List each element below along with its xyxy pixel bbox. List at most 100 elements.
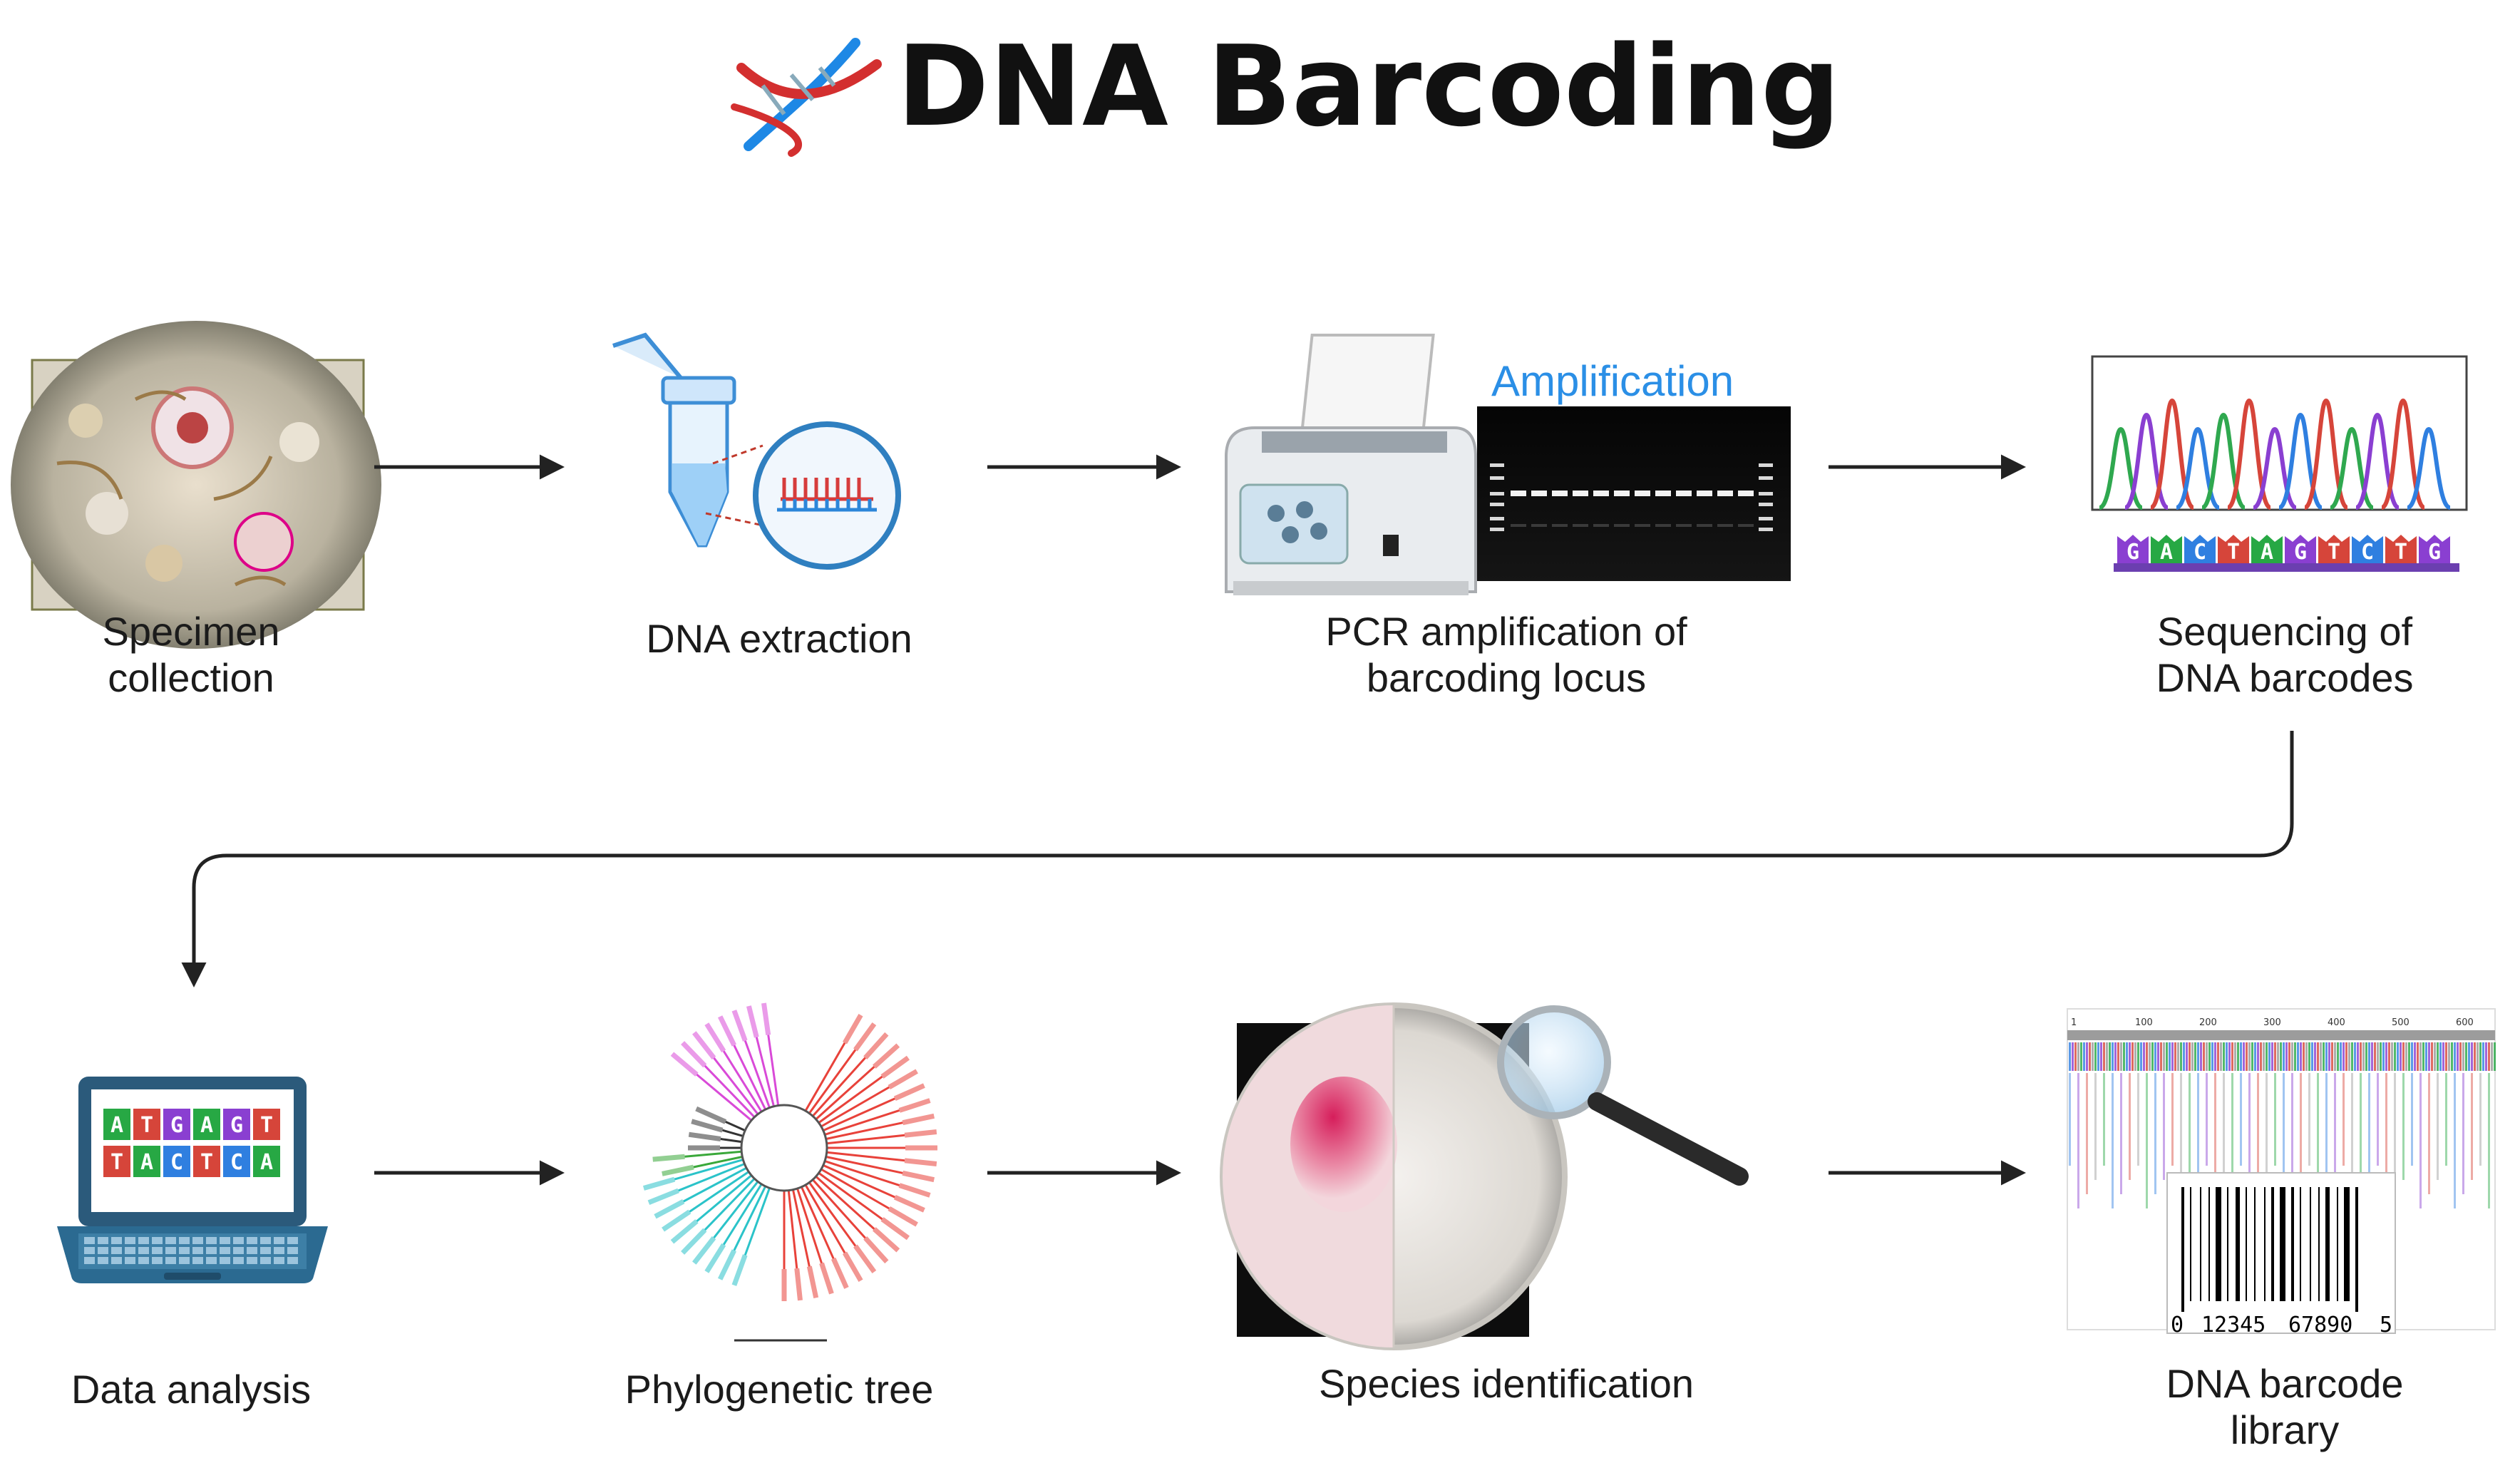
alignment-column <box>2382 1042 2385 1071</box>
alignment-column <box>2231 1042 2233 1071</box>
alignment-column <box>2137 1042 2139 1071</box>
alignment-variant <box>2437 1073 2439 1180</box>
alignment-variant <box>2206 1073 2208 1166</box>
laptop-base: A <box>133 1146 160 1177</box>
alignment-column <box>2100 1042 2102 1071</box>
laptop-base: A <box>193 1109 220 1140</box>
alignment-column <box>2083 1042 2085 1071</box>
alignment-column <box>2094 1042 2097 1071</box>
alignment-column <box>2351 1042 2353 1071</box>
gel-ladder-band <box>1759 476 1773 480</box>
alignment-column <box>2488 1042 2490 1071</box>
barcode-bar <box>2310 1187 2311 1301</box>
barcode-bar <box>2337 1187 2338 1301</box>
gel-faint-band <box>1531 524 1547 527</box>
keyboard-key <box>98 1237 108 1244</box>
keyboard-key <box>206 1237 217 1244</box>
laptop-base-block <box>163 1109 190 1140</box>
alignment-column <box>2131 1042 2134 1071</box>
phylo-branch <box>826 1156 903 1174</box>
alignment-column <box>2294 1042 2296 1071</box>
label-phylogenetic-tree: Phylogenetic tree <box>625 1367 934 1412</box>
barcode-bar <box>2227 1187 2228 1301</box>
specimen-petri-image <box>11 321 381 649</box>
phylo-leaf-label <box>692 1236 716 1265</box>
phylo-leaf-label <box>853 1244 877 1273</box>
alignment-column <box>2191 1042 2194 1071</box>
alignment-column <box>2106 1042 2108 1071</box>
alignment-column <box>2402 1042 2405 1071</box>
gel-faint-band <box>1614 524 1630 527</box>
keyboard-key <box>247 1237 257 1244</box>
alignment-variant <box>2300 1073 2302 1180</box>
barcode-bar <box>2200 1187 2201 1301</box>
phylo-leaf-label <box>806 1266 819 1299</box>
alignment-column <box>2146 1042 2148 1071</box>
phylo-leaf-label <box>731 1010 748 1042</box>
alignment-column <box>2451 1042 2453 1071</box>
sequence-base-letter: C <box>2194 540 2206 565</box>
alignment-column <box>2126 1042 2128 1071</box>
gel-ladder-band <box>1759 492 1773 496</box>
phylo-branch <box>812 1057 866 1117</box>
phylo-leaf-label <box>652 1154 685 1162</box>
alignment-column <box>2263 1042 2265 1071</box>
gel-band <box>1676 491 1692 496</box>
laptop-base-letter: A <box>110 1113 123 1138</box>
phylogenetic-tree-image <box>642 1002 937 1342</box>
sequence-base: A <box>2251 535 2283 565</box>
alignment-variant <box>2317 1073 2319 1208</box>
phylo-branch <box>713 1057 759 1115</box>
phylo-branch <box>720 1137 742 1144</box>
keyboard-key <box>247 1257 257 1264</box>
alignment-column <box>2474 1042 2476 1071</box>
laptop-base-block <box>223 1146 250 1177</box>
keyboard-key <box>84 1247 95 1254</box>
sequence-base: T <box>2218 535 2249 565</box>
alignment-column <box>2151 1042 2154 1071</box>
phylo-leaf-label <box>704 1243 726 1273</box>
phylo-leaf-label <box>681 1041 707 1068</box>
alignment-variant <box>2146 1073 2148 1208</box>
phylo-leaf-label <box>904 1129 937 1138</box>
phylo-leaf-label <box>872 1227 900 1253</box>
phylo-branch <box>674 1159 744 1181</box>
phylo-leaf-label <box>902 1170 935 1183</box>
sequence-base: G <box>2117 535 2149 565</box>
flow-arrows <box>181 454 2294 1186</box>
sequence-base-block <box>2352 535 2383 563</box>
alignment-variant <box>2223 1073 2225 1194</box>
ruler-tick-label: 1 <box>2071 1017 2077 1028</box>
sequence-base-letter: A <box>2160 540 2173 565</box>
phylo-leaf-label <box>888 1206 918 1227</box>
barcode-bar <box>2181 1187 2184 1312</box>
keyboard-key <box>287 1237 298 1244</box>
alignment-variant <box>2154 1073 2156 1194</box>
alignment-variant <box>2368 1073 2370 1180</box>
phylo-branch <box>808 1181 857 1247</box>
phylo-leaf-label <box>717 1015 737 1047</box>
species-plate-image <box>1220 1002 1749 1350</box>
phylo-branch <box>744 1040 771 1109</box>
alignment-variant <box>2094 1073 2097 1180</box>
phylo-branch <box>826 1121 903 1140</box>
laptop-base: G <box>163 1109 190 1140</box>
alignment-variant <box>2325 1073 2328 1194</box>
laptop-base: A <box>103 1109 130 1140</box>
alignment-variant <box>2069 1073 2071 1166</box>
alignment-column <box>2220 1042 2222 1071</box>
alignment-variant <box>2180 1073 2182 1208</box>
phylo-branch <box>725 1121 746 1131</box>
gel-faint-band <box>1511 524 1526 527</box>
alignment-column <box>2300 1042 2302 1071</box>
phylo-branch <box>689 1171 750 1213</box>
alignment-column <box>2348 1042 2350 1071</box>
phylo-leaf-label <box>830 1257 849 1289</box>
phylo-leaf-label <box>662 1209 691 1232</box>
alignment-column <box>2374 1042 2376 1071</box>
phylo-branch <box>722 1184 763 1246</box>
gel-faint-band <box>1593 524 1609 527</box>
